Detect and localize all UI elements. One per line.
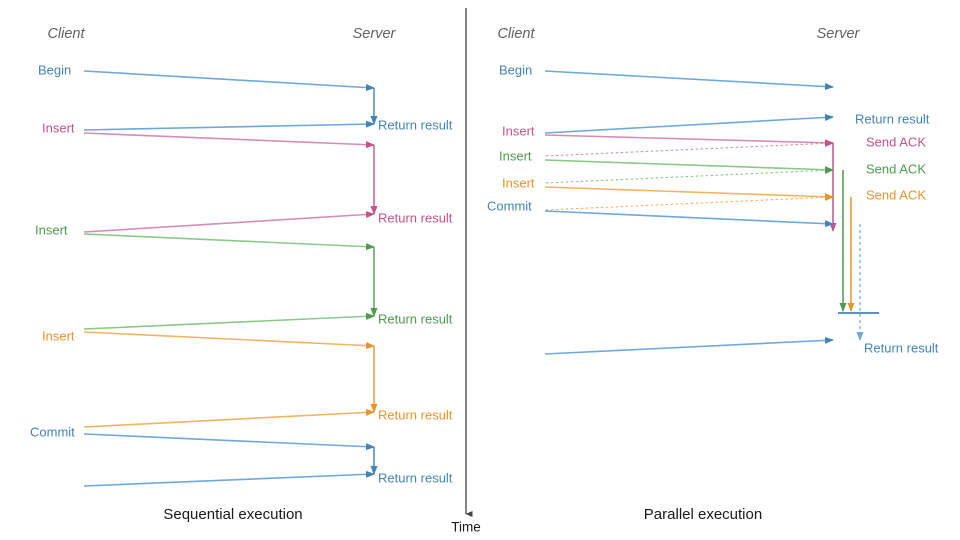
message-arrow: [83, 211, 375, 233]
message-sequential-5: Return result: [83, 311, 453, 330]
message-label: Return result: [864, 340, 939, 355]
message-label: Return result: [378, 210, 453, 225]
message-arrow: [544, 113, 834, 134]
message-label: Commit: [30, 424, 75, 439]
message-arrow: [544, 166, 834, 184]
message-arrow: [544, 139, 834, 157]
message-arrow: [544, 336, 834, 355]
message-arrow: [83, 233, 375, 251]
message-parallel-2: Insert: [502, 123, 834, 147]
actor-label-server: Server: [817, 26, 861, 42]
message-label: Insert: [42, 328, 75, 343]
message-arrow: [83, 331, 375, 350]
panel-caption-parallel: Parallel execution: [644, 506, 762, 523]
actor-label-server: Server: [353, 26, 397, 42]
message-sequential-6: Insert: [42, 328, 378, 413]
message-parallel-1: Return result: [544, 111, 930, 134]
message-sequential-2: Insert: [42, 120, 378, 215]
message-label: Return result: [378, 117, 453, 132]
message-parallel-6: Insert: [502, 175, 834, 201]
message-arrow: [83, 132, 375, 149]
message-label: Return result: [378, 470, 453, 485]
time-axis-label: Time: [451, 520, 481, 535]
message-label: Insert: [499, 148, 532, 163]
message-arrow: [544, 134, 834, 147]
message-arrow: [544, 210, 834, 228]
message-parallel-8: Commit: [487, 198, 834, 228]
message-label: Send ACK: [866, 187, 926, 202]
message-sequential-3: Return result: [83, 210, 453, 233]
message-label: Insert: [502, 123, 535, 138]
message-label: Send ACK: [866, 134, 926, 149]
message-parallel-7: Send ACK: [544, 187, 926, 211]
message-sequential-8: Commit: [30, 424, 378, 475]
message-arrow: [83, 408, 375, 428]
message-parallel-0: Begin: [499, 62, 834, 91]
message-label: Return result: [378, 311, 453, 326]
message-label: Insert: [35, 222, 68, 237]
message-sequential-1: Return result: [83, 117, 453, 132]
message-arrow: [544, 193, 834, 211]
message-arrow: [83, 70, 375, 92]
message-label: Begin: [499, 62, 532, 77]
message-sequential-7: Return result: [83, 407, 453, 428]
message-parallel-4: Insert: [499, 148, 834, 174]
message-label: Send ACK: [866, 161, 926, 176]
message-parallel-3: Send ACK: [544, 134, 926, 157]
message-label: Insert: [42, 120, 75, 135]
message-arrow: [544, 70, 834, 91]
message-label: Insert: [502, 175, 535, 190]
message-parallel-5: Send ACK: [544, 161, 926, 184]
message-arrow: [83, 312, 375, 330]
message-sequential-0: Begin: [38, 62, 378, 125]
message-arrow: [83, 470, 375, 487]
actor-label-client: Client: [47, 26, 85, 42]
message-parallel-9: Return result: [544, 336, 939, 355]
message-label: Begin: [38, 62, 71, 77]
message-arrow: [544, 186, 834, 201]
message-label: Return result: [378, 407, 453, 422]
message-label: Commit: [487, 198, 532, 213]
message-sequential-4: Insert: [35, 222, 378, 317]
message-arrow: [544, 159, 834, 174]
message-arrow: [83, 120, 375, 131]
message-sequential-9: Return result: [83, 470, 453, 487]
message-arrow: [83, 433, 375, 451]
panel-caption-sequential: Sequential execution: [163, 506, 302, 523]
message-label: Return result: [855, 111, 930, 126]
actor-label-client: Client: [497, 26, 535, 42]
